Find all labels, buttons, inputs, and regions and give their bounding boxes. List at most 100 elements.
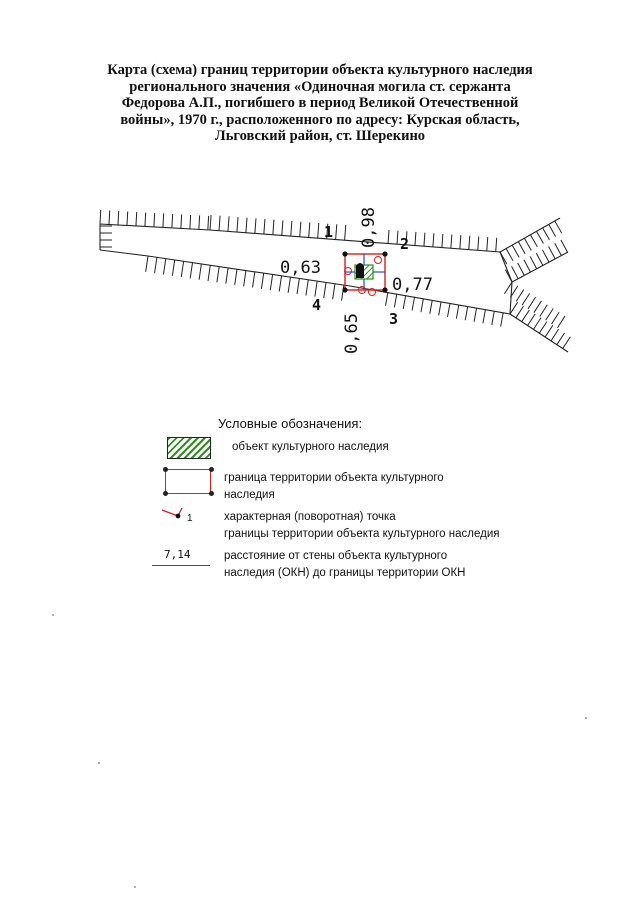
hatch-tick [198,263,202,280]
hatch-tick [500,312,504,327]
turning-point-1-dot [342,251,348,257]
legend-distance-line [152,565,210,566]
legend-point-label: характерная (поворотная) точка границы т… [224,509,499,543]
hatch-tick [260,272,265,289]
hatch-tick [517,262,525,276]
hatch-tick [450,234,453,249]
hatch-tick [560,239,568,253]
hatch-tick [544,325,554,338]
hatch-tick [162,258,167,275]
legend-boundary-corner [163,467,168,472]
hatch-tick [308,222,311,238]
hatch-tick [420,298,424,313]
point-label-2: 2 [400,235,409,253]
distance-label-south: 0,65 [342,313,362,354]
hatch-tick [305,279,309,296]
hatch-tick [530,234,538,248]
hatch-tick [198,215,201,230]
distance-label-east: 0,77 [392,275,433,295]
hatch-tick [554,242,562,256]
hatch-tick [438,301,442,316]
boundary-mark [368,288,376,296]
hatch-tick [323,282,327,299]
hatch-tick [562,336,571,349]
hatch-tick [432,233,435,248]
hatch-tick [405,231,408,246]
hatch-tick [495,237,498,252]
road-bottom-edge [99,249,513,315]
hatch-tick [459,235,462,250]
hatch-tick [218,215,221,231]
hatch-tick [548,224,557,237]
hatch-tick [402,295,407,310]
legend-boundary-line1: граница территории объекта культурного [224,472,444,484]
hatch-tick [515,305,524,319]
hatch-tick [234,269,238,286]
hatch-tick [511,244,520,258]
hatch-tick [335,224,338,240]
hatch-tick [326,223,329,239]
site-map: 1 2 3 4 0,63 0,77 0,98 0,65 [99,207,571,354]
legend-boundary-corner [209,467,214,472]
hatch-tick [162,213,165,228]
hatch-tick [189,262,194,279]
legend-heritage-label: объект культурного наследия [232,441,389,453]
hatch-tick [269,274,274,291]
road-top-edge [99,223,513,283]
hatch-tick [287,276,291,293]
embankment-hatching [99,209,571,349]
hatch-tick [527,296,536,310]
legend-point-line2: границы территории объекта культурного н… [224,528,500,540]
scan-speck [134,886,136,888]
hatch-tick [527,313,536,326]
hatch-tick [180,214,183,229]
hatch-tick [332,283,336,300]
hatch-tick [538,321,548,334]
legend-boundary-corner [209,491,214,496]
hatch-tick [511,266,519,279]
scan-speck [585,717,587,719]
legend-point-line1: характерная (поворотная) точка [224,511,396,523]
scan-speck [98,762,100,764]
road-outline [99,217,569,353]
hatch-tick [290,220,293,237]
point-label-3: 3 [389,310,398,328]
hatch-tick [344,224,347,241]
legend-distance-line2: наследия (ОКН) до границы территории ОКН [224,567,466,579]
distance-lines [345,254,385,290]
hatch-tick [447,303,451,318]
hatch-tick [236,216,239,233]
hatch-tick [341,284,345,301]
hatch-tick [135,211,138,226]
title-line: Карта (схема) границ территории объекта … [107,62,533,78]
road-fork-east [511,251,569,283]
hatch-tick [441,233,444,248]
hatch-tick [154,257,158,274]
hatch-tick [145,255,149,272]
hatch-tick [216,266,220,283]
hatch-tick [314,280,318,297]
hatch-tick [171,259,176,276]
point-label-4: 4 [312,296,321,314]
hatch-tick [263,218,266,235]
hatch-tick [207,265,211,282]
hatch-tick [227,216,230,232]
hatch-tick [517,241,526,255]
hatch-tick [535,252,544,266]
legend-distance-line1: расстояние от стены объекта культурного [224,550,448,562]
hatch-tick [393,293,398,308]
boundary-mark [374,256,382,264]
hatch-tick [296,278,300,295]
map-title: Карта (схема) границ территории объекта … [80,62,560,145]
hatch-tick [207,215,210,230]
hatch-tick [550,328,560,342]
hatch-tick [548,246,556,260]
title-line: регионального значения «Одиночная могила… [129,78,511,95]
hatch-tick [411,296,416,311]
hatch-tick [387,229,390,245]
hatch-tick [153,212,156,227]
road-fork-south [509,313,569,353]
title-line: Федорова А.П., погибшего в период Велико… [121,95,519,111]
hatch-tick [225,267,229,284]
turning-point-3-dot [382,287,388,293]
